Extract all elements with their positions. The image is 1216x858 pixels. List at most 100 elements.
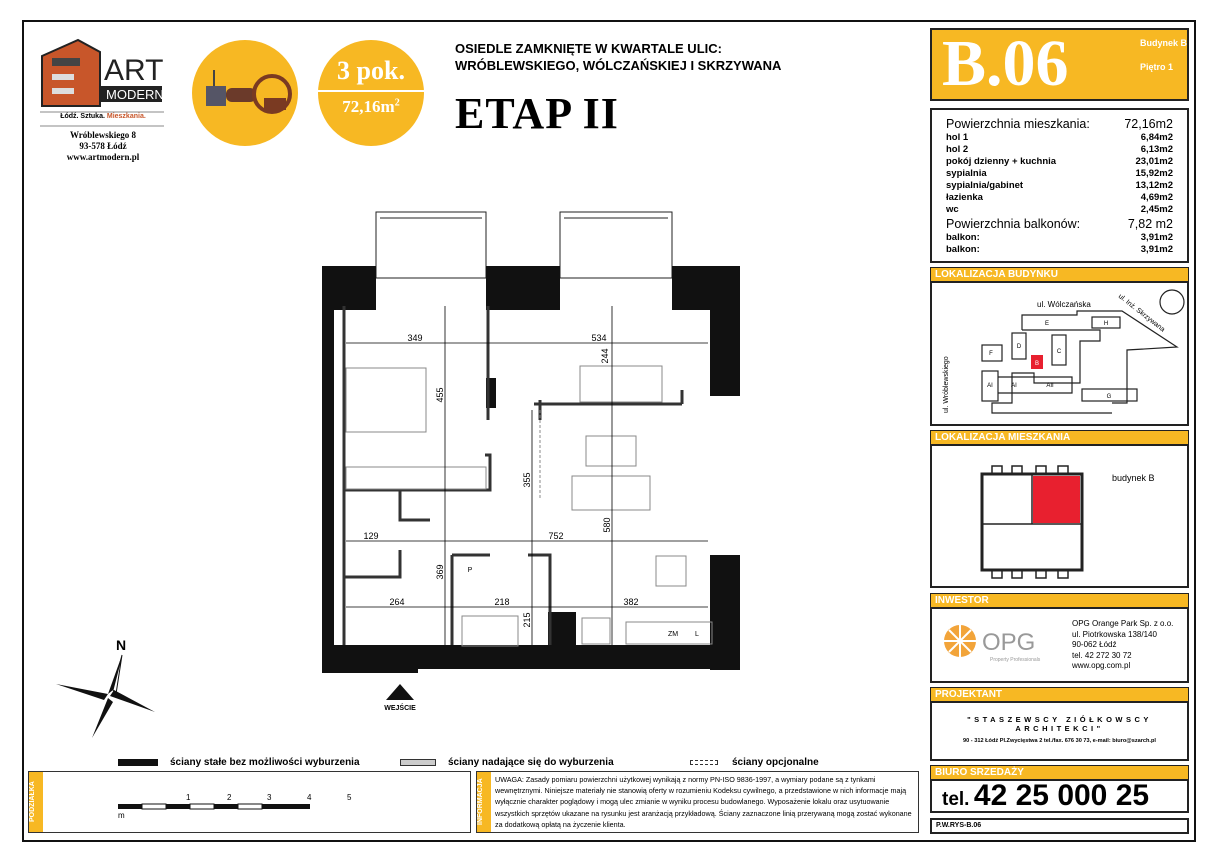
website-link[interactable]: www.artmodern.pl (66, 152, 140, 162)
block-label: G (1107, 394, 1112, 400)
block-label: AII (1046, 383, 1054, 389)
scale-tick: 1 (186, 793, 191, 802)
investor-line: tel. 42 272 30 72 (1072, 650, 1132, 660)
balcony (559, 211, 673, 279)
logo-modern-text: MODERN (106, 87, 164, 102)
legend-solid: ściany stałe bez możliwości wyburzenia (170, 757, 360, 768)
building-label: Budynek B (1140, 38, 1188, 48)
dimension-label: 369 (435, 564, 445, 579)
opg-logo-icon: OPG Property Professionals (944, 625, 1041, 663)
area-row: balkon:3,91m2 (932, 244, 1187, 256)
legend-grey: ściany nadające się do wyburzenia (448, 757, 614, 768)
area-name: hol 2 (946, 144, 969, 155)
sales-phone[interactable]: 42 25 000 25 (973, 779, 1150, 812)
area-row: wc 2,45m2 (932, 204, 1187, 216)
scale-tick: 3 (267, 793, 272, 802)
area-value: 72,16m (342, 97, 395, 116)
area-value: 13,12m2 (1135, 180, 1173, 191)
building-logo-icon: ART MODERN (40, 38, 164, 127)
block-label: D (1017, 344, 1022, 350)
unit-code: B.06 (942, 27, 1069, 100)
area-row: balkon: 3,91m2 (932, 232, 1187, 244)
area-sup: 2 (394, 97, 400, 109)
building-b-label: budynek B (1112, 473, 1155, 483)
tagline: Łódź. Sztuka. (60, 113, 105, 120)
entrance-arrow-icon (386, 684, 414, 700)
investor-line: www.opg.com.pl (1072, 661, 1131, 670)
balcony-area-label: Powierzchnia balkonów: (946, 217, 1081, 231)
unit-code-box: B.06 Budynek B Piętro 1 (930, 27, 1189, 101)
block-label: H (1104, 321, 1108, 327)
block-label: B (1035, 361, 1039, 367)
stage-title: ETAP II (455, 89, 619, 138)
logo-art-text: ART (104, 54, 163, 87)
info-title: INFORMACJA (477, 772, 491, 832)
legend-dashed-swatch (690, 760, 718, 765)
opg-logo-text: OPG (982, 629, 1035, 656)
street-label: ul. Wróblewskiego (943, 356, 950, 413)
north-label: N (116, 637, 126, 653)
compass-icon: N (56, 637, 155, 738)
scale-tick: 5 (347, 793, 352, 802)
entrance-label: WEJŚCIE (384, 703, 416, 712)
dimension-label: 455 (435, 387, 445, 402)
street-label: ul. Wólczańska (1037, 300, 1091, 309)
legend-grey-swatch (400, 759, 436, 766)
floor-label: Piętro 1 (1140, 62, 1174, 72)
area-row: sypialnia/gabinet 13,12m2 (932, 180, 1187, 192)
area-row: hol 2 6,13m2 (932, 144, 1187, 156)
appliance-label: L (695, 631, 699, 638)
rooms-count: 3 pok. (337, 56, 405, 85)
drawing-ref: P.W.RYS-B.06 (930, 818, 1189, 834)
block-label: AI (987, 383, 993, 389)
balcony-area-value: 7,82 m2 (1127, 217, 1173, 231)
opg-logo-sub: Property Professionals (990, 657, 1041, 663)
area-value: 2,45m2 (1140, 204, 1173, 215)
area-name: sypialnia/gabinet (946, 180, 1024, 191)
investor-line: 90-062 Łódź (1072, 640, 1117, 649)
designer-details: 90 - 312 Łódź Pl.Zwycięstwa 2 tel./fax. … (963, 738, 1156, 744)
dimension-label: 129 (363, 531, 378, 541)
block-label: F (989, 351, 993, 357)
tagline-accent: Mieszkania. (106, 113, 146, 120)
info-box: INFORMACJA UWAGA: Zasady pomiaru powierz… (476, 771, 919, 833)
area-value: 6,13m2 (1140, 144, 1173, 155)
scale-title: PODZIAŁKA (29, 772, 43, 832)
block-label: E (1045, 321, 1049, 327)
total-area-value: 72,16m2 (1124, 117, 1173, 131)
scale-tick: 4 (307, 793, 312, 802)
steam-engine-icon (206, 70, 292, 114)
area-name: sypialnia (946, 168, 987, 179)
dimension-label: 382 (623, 597, 638, 607)
sales-box: tel. 42 25 000 25 (930, 779, 1189, 813)
info-text: UWAGA: Zasady pomiaru powierzchni użytko… (495, 775, 912, 829)
estate-title-line1: OSIEDLE ZAMKNIĘTE W KWARTALE ULIC: (455, 41, 722, 56)
area-name: pokój dzienny + kuchnia (946, 156, 1057, 167)
dimension-label: 244 (600, 348, 610, 363)
page-frame (22, 20, 1196, 842)
area-name: hol 1 (946, 132, 969, 143)
tel-prefix: tel. (942, 789, 970, 810)
dimension-label: 349 (407, 333, 422, 343)
machine-illustration (192, 40, 298, 146)
address-city: 93-578 Łódź (79, 141, 127, 151)
dimension-label: 215 (522, 612, 532, 627)
building-location-map: E H D C F B AI AI AII G ul. Wólczańska u… (930, 281, 1189, 426)
scale-unit: m (118, 811, 125, 820)
dimension-label: 580 (602, 517, 612, 532)
area-name: balkon: (946, 232, 980, 243)
flat-location-map: budynek B (930, 444, 1189, 588)
area-value: 3,91m2 (1140, 232, 1173, 243)
area-name: łazienka (946, 192, 983, 203)
area-name: wc (946, 204, 959, 215)
dimension-label: 752 (548, 531, 563, 541)
legend-solid-swatch (118, 759, 158, 766)
dimension-label: 264 (389, 597, 404, 607)
investor-box: OPG Property Professionals OPG Orange Pa… (930, 607, 1189, 683)
